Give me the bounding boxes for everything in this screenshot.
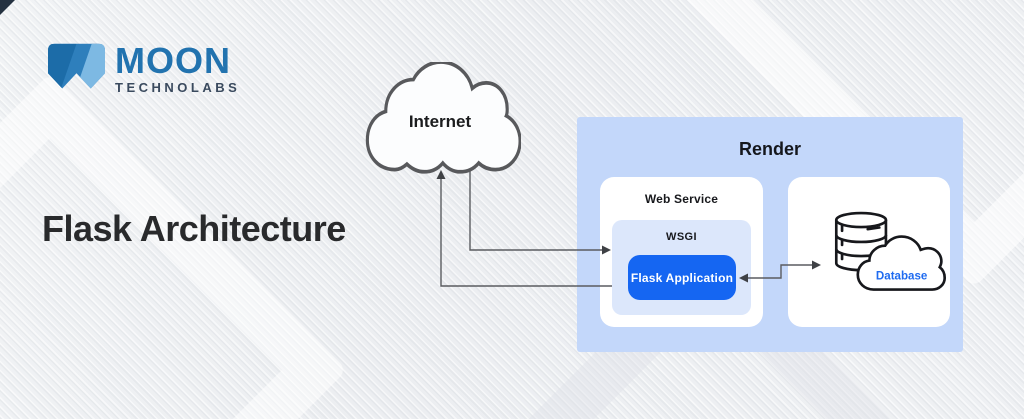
flask-application-label: Flask Application — [630, 270, 734, 285]
logo-text: MOON TECHNOLABS — [115, 40, 241, 96]
web-service-box: Web Service WSGI Flask Application — [600, 177, 763, 327]
database-box: Database — [788, 177, 950, 327]
wsgi-box: WSGI Flask Application — [612, 220, 751, 315]
page-title: Flask Architecture — [42, 208, 346, 249]
logo-brand-name: MOON — [115, 40, 231, 81]
database-label: Database — [876, 271, 928, 283]
internet-label: Internet — [408, 112, 472, 131]
render-title: Render — [738, 139, 801, 159]
database-cylinder-cloud-icon: Database — [834, 211, 947, 291]
flask-application-node: Flask Application — [628, 255, 736, 300]
internet-cloud-icon — [365, 62, 521, 174]
logo-sub-name: TECHNOLABS — [115, 80, 241, 95]
moon-m-logo-icon — [48, 43, 105, 89]
moon-technolabs-logo: MOON TECHNOLABS — [48, 43, 240, 95]
web-service-label: Web Service — [644, 192, 719, 206]
corner-accent-triangle — [0, 0, 15, 15]
render-container: Render Web Service WSGI Flask Applicatio… — [577, 117, 963, 352]
wsgi-label: WSGI — [666, 231, 697, 243]
